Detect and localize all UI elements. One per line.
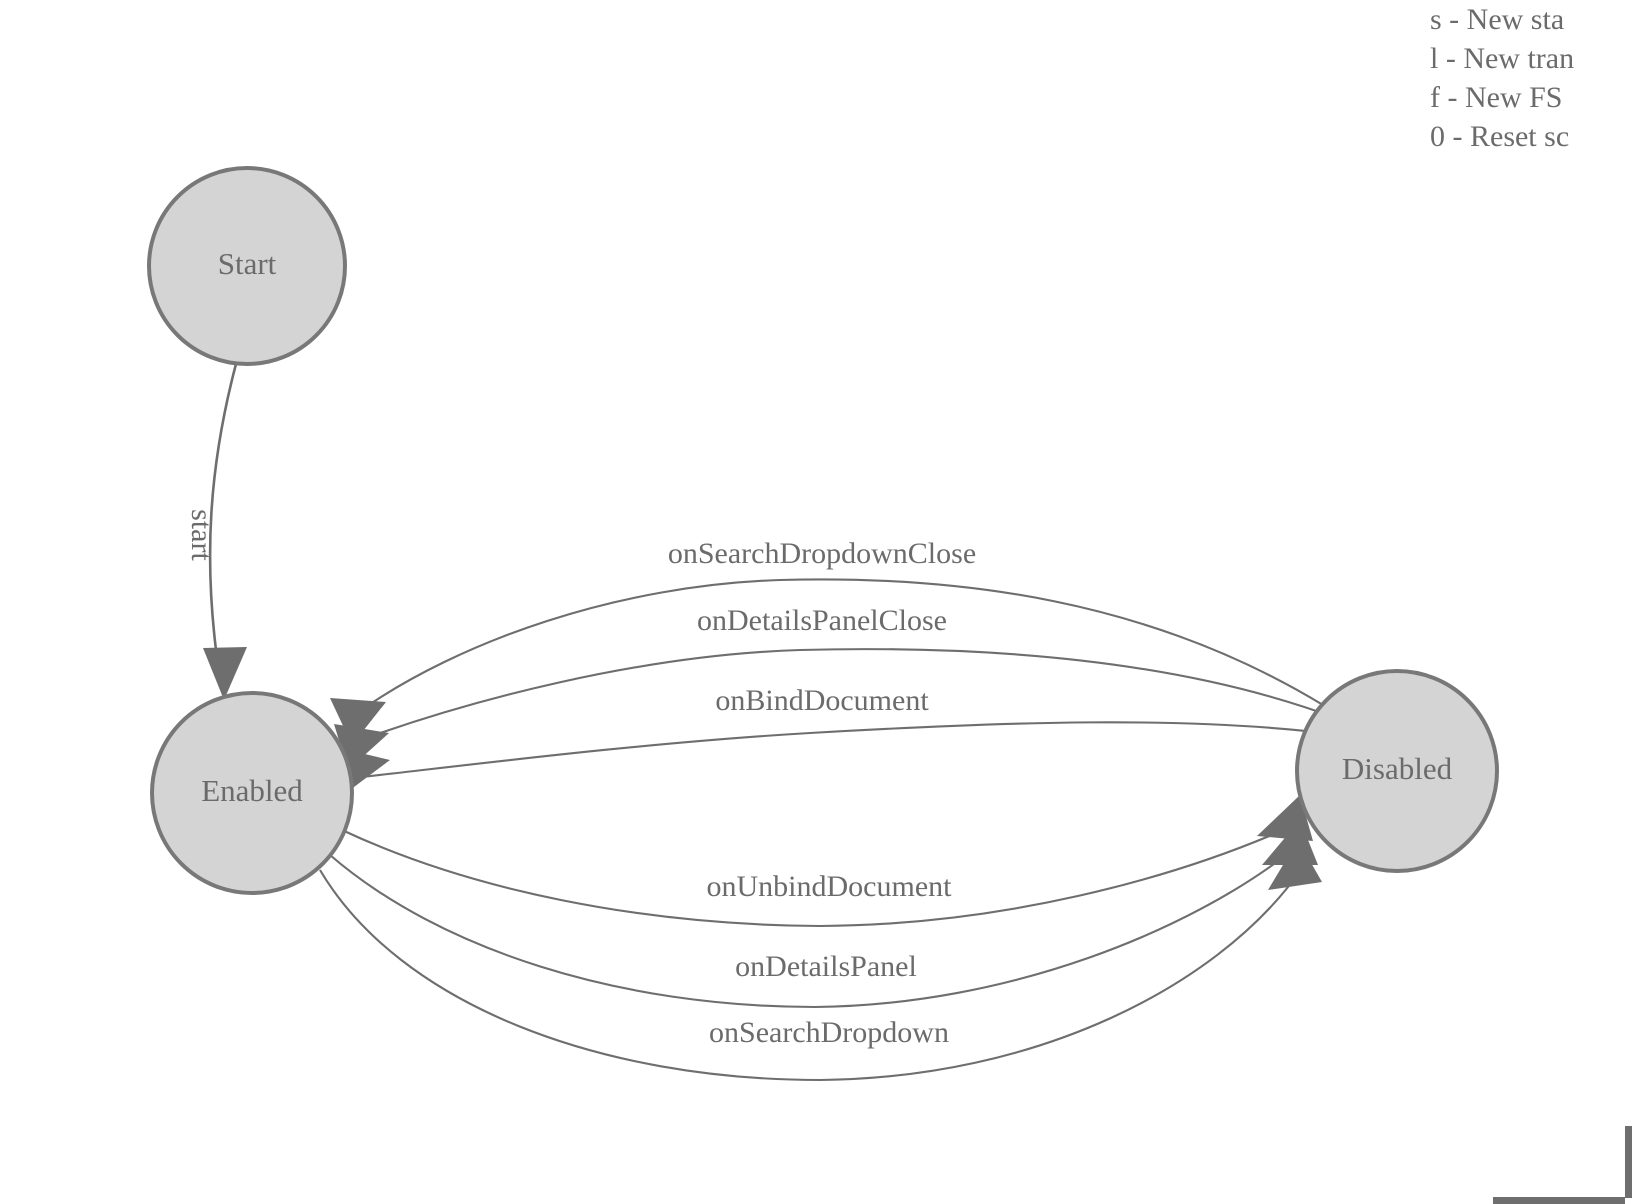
transition-label-ondetailspanel: onDetailsPanel — [735, 950, 917, 983]
legend-line-new-transition: l - New tran — [1430, 42, 1575, 75]
arrow-head-icon — [1268, 840, 1322, 890]
state-label: Enabled — [201, 773, 303, 808]
transition-edge-path[interactable] — [356, 578, 1324, 714]
transition-disabled-to-enabled-searchdropdownclose[interactable] — [330, 578, 1324, 745]
transition-edge-path[interactable] — [341, 827, 1289, 928]
transition-label-onsearchdropdownclose: onSearchDropdownClose — [668, 537, 976, 570]
arrow-head-icon — [203, 647, 247, 700]
state-label: Disabled — [1342, 751, 1453, 786]
transition-label-onsearchdropdown: onSearchDropdown — [709, 1016, 949, 1049]
legend-line-new-state: s - New sta — [1430, 3, 1565, 36]
state-label: Start — [218, 246, 277, 281]
state-circle[interactable] — [150, 691, 354, 895]
transition-edge-path[interactable] — [352, 721, 1341, 780]
state-circle[interactable] — [147, 166, 347, 366]
keyboard-shortcut-legend: s - New sta l - New tran f - New FS 0 - … — [1430, 0, 1632, 156]
transition-start-to-enabled[interactable] — [203, 363, 247, 700]
transition-disabled-to-enabled-binddocument[interactable] — [340, 721, 1341, 793]
transition-label-start: start — [185, 509, 218, 561]
arrow-head-icon — [330, 698, 386, 745]
transition-edge-path[interactable] — [329, 851, 1291, 1009]
state-node-disabled[interactable]: Disabled — [1295, 669, 1499, 873]
transition-label-ondetailspanelclose: onDetailsPanelClose — [697, 604, 947, 637]
legend-line-new-fsm: f - New FS — [1430, 81, 1563, 114]
transition-enabled-to-disabled-unbinddocument[interactable] — [341, 795, 1313, 928]
horizontal-scrollbar-thumb[interactable] — [1493, 1197, 1625, 1204]
transition-label-onunbinddocument: onUnbindDocument — [707, 870, 953, 903]
transition-edge-path[interactable] — [319, 869, 1296, 1082]
legend-line-reset: 0 - Reset sc — [1430, 120, 1570, 153]
vertical-scrollbar-thumb[interactable] — [1625, 1126, 1632, 1198]
state-circle[interactable] — [1295, 669, 1499, 873]
transition-edge-path[interactable] — [354, 648, 1337, 743]
state-node-enabled[interactable]: Enabled — [150, 691, 354, 895]
transition-edge-path[interactable] — [208, 363, 238, 651]
transition-label-onbinddocument: onBindDocument — [715, 684, 929, 717]
state-node-start[interactable]: Start — [147, 166, 347, 366]
transition-enabled-to-disabled-searchdropdown[interactable] — [319, 840, 1322, 1082]
